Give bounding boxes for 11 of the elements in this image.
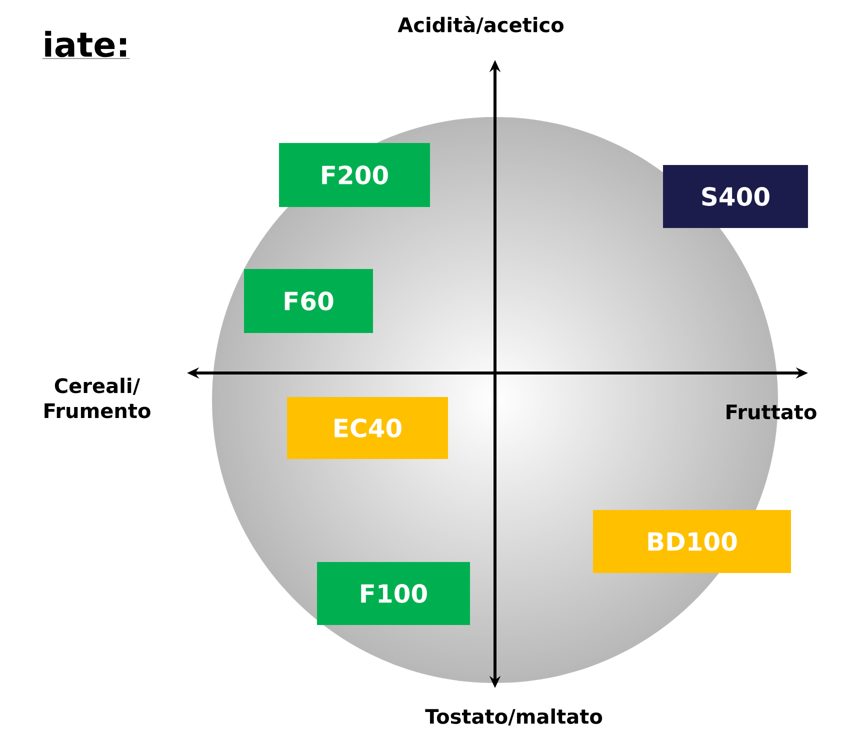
code-box: F200 — [279, 143, 430, 207]
code-box: EC40 — [287, 397, 448, 459]
code-box: F100 — [317, 562, 470, 625]
axis-label: Fruttato — [726, 404, 816, 420]
axis-label: Cereali/ Frumento — [44, 378, 150, 418]
axis-label: Tostato/maltato — [425, 708, 602, 726]
title: iate: — [42, 30, 130, 59]
code-box: F60 — [244, 269, 373, 333]
code-box: S400 — [663, 165, 808, 228]
code-box: BD100 — [593, 510, 791, 573]
axis-label: Acidità/acetico — [398, 16, 564, 34]
